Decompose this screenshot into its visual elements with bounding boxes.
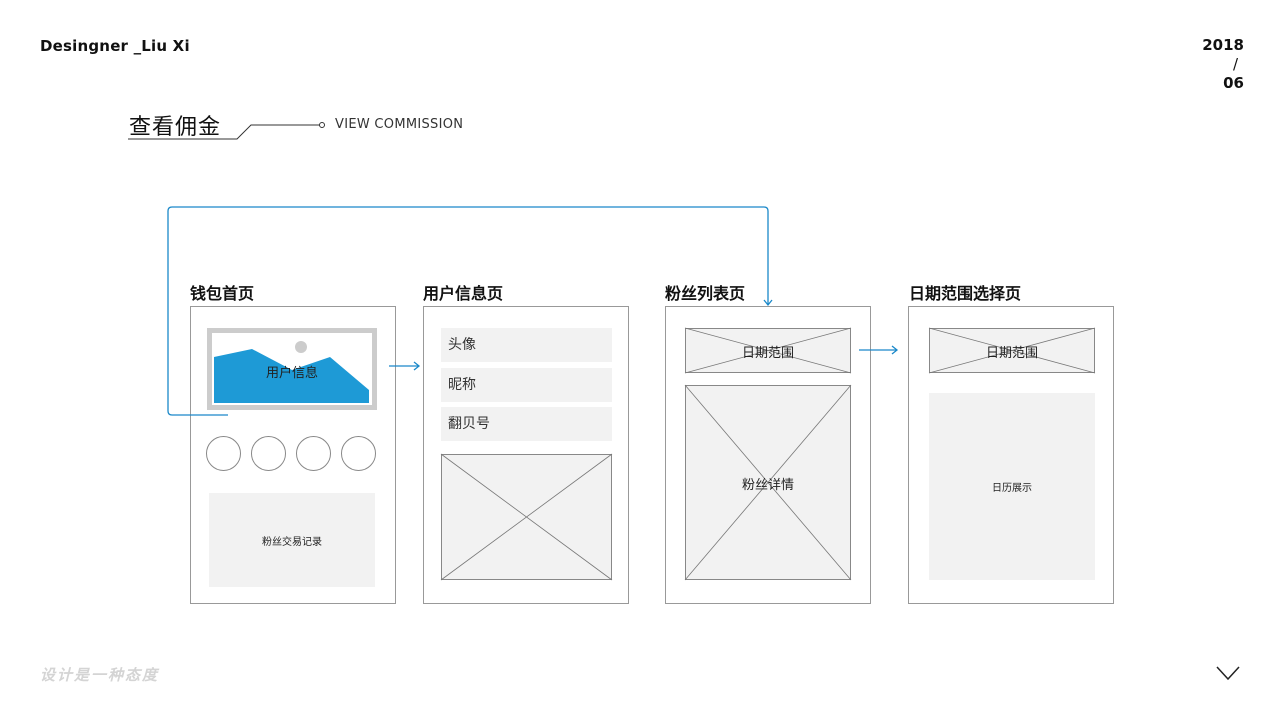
user-image-placeholder <box>441 454 612 580</box>
banner-text: 用户信息 <box>265 365 318 381</box>
designer-name: Desingner _Liu Xi <box>40 37 190 55</box>
label-wallet-home: 钱包首页 <box>190 284 255 303</box>
row-avatar[interactable]: 头像 <box>441 328 612 362</box>
shortcut-circle-4[interactable] <box>341 436 376 471</box>
label-user-info: 用户信息页 <box>423 284 504 303</box>
row-account-id[interactable]: 翻贝号 <box>441 407 612 441</box>
date-slash: / <box>1232 55 1238 73</box>
calendar-display: 日历展示 <box>929 393 1095 580</box>
footer-slogan: 设计是一种态度 <box>40 666 160 684</box>
fans-date-range-label: 日期范围 <box>741 345 794 361</box>
date-month: 06 <box>1223 74 1244 92</box>
shortcut-circle-2[interactable] <box>251 436 286 471</box>
shortcut-circle-1[interactable] <box>206 436 241 471</box>
row-nickname[interactable]: 昵称 <box>441 368 612 402</box>
select-date-range-label: 日期范围 <box>985 345 1038 361</box>
page-title: 查看佣金 <box>129 115 222 140</box>
page-subtitle: VIEW COMMISSION <box>335 117 464 132</box>
fans-detail-label: 粉丝详情 <box>741 477 794 493</box>
title-underline-dot <box>319 122 325 128</box>
shortcut-circle-3[interactable] <box>296 436 331 471</box>
next-page-button[interactable] <box>1212 660 1244 686</box>
date-year: 2018 <box>1202 36 1244 54</box>
date-badge: 2018 / 06 <box>1196 36 1244 93</box>
label-date-select: 日期范围选择页 <box>909 284 1022 303</box>
label-fans-list: 粉丝列表页 <box>665 284 746 303</box>
fans-trade-records[interactable]: 粉丝交易记录 <box>209 493 375 587</box>
